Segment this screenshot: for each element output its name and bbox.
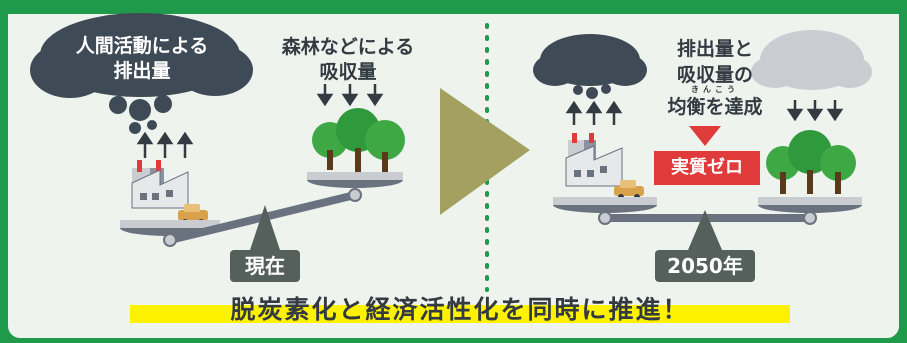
emission-label: 人間活動による 排出量 [62,34,222,84]
right-downward-arrows-icon [786,100,844,122]
status-badge-now: 現在 [230,250,300,282]
balance-label-line2: 吸収量の [676,64,753,86]
right-forest-icon [766,130,856,194]
right-upward-arrows-icon [565,100,623,125]
result-pointer-icon [689,126,721,146]
year-badge-2050: 2050年 [655,250,755,282]
right-factory-icon [565,133,623,187]
balance-label: 排出量と 吸収量の きんこう 均衡を達成 [640,36,790,120]
scale-2050-icon [553,197,862,250]
emission-label-line2: 排出量 [113,60,171,82]
absorption-label: 森林などによる 吸収量 [268,35,428,85]
emission-label-line1: 人間活動による [75,35,209,57]
balance-label-line1: 排出量と [676,38,753,60]
scale-now-icon [120,172,403,250]
ruby-annotation: きんこう [691,85,739,94]
slogan-banner: 脱炭素化と経済活性化を同時に推進！ [130,295,790,325]
forest-icon [312,108,405,172]
absorption-cloud-icon [751,30,872,90]
balance-label-line3: 均衡を達成 [667,96,763,118]
emission-cloud-icon [30,13,253,134]
slogan-highlight [130,305,790,323]
upward-arrows-icon [136,131,194,158]
factory-icon [131,160,189,209]
small-emission-cloud-icon [533,34,647,99]
downward-arrows-icon [316,84,384,107]
absorption-label-line2: 吸収量 [319,61,377,83]
transition-arrow-icon [440,88,530,215]
absorption-label-line1: 森林などによる [281,36,415,58]
right-car-icon [614,180,644,200]
slogan-text: 脱炭素化と経済活性化を同時に推進！ [230,295,690,324]
net-zero-label: 実質ゼロ [654,151,760,185]
